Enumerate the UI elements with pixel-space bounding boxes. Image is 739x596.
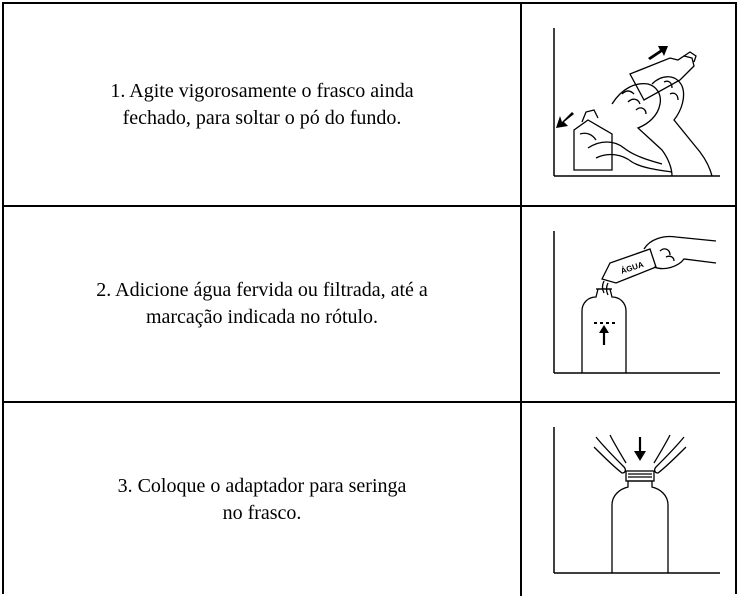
step-3-image-cell (520, 403, 735, 596)
insert-adapter-illustration (553, 427, 720, 574)
step-1-image-cell (520, 4, 735, 205)
step-3-text-line-2: no frasco. (222, 501, 302, 524)
step-row-1: 1. Agite vigorosamente o frasco ainda fe… (4, 4, 735, 207)
step-3-text-line-1: 3. Coloque o adaptador para seringa (117, 474, 407, 497)
step-1-text-cell: 1. Agite vigorosamente o frasco ainda fe… (4, 4, 520, 205)
step-row-3: 3. Coloque o adaptador para seringa no f… (4, 403, 735, 596)
step-1-text-line-1: 1. Agite vigorosamente o frasco ainda (110, 79, 414, 102)
add-water-illustration: ÁGUA (553, 231, 720, 374)
step-2-text-line-1: 2. Adicione água fervida ou filtrada, at… (96, 279, 428, 301)
step-2-text-cell: 2. Adicione água fervida ou filtrada, at… (4, 207, 520, 401)
step-3-text-cell: 3. Coloque o adaptador para seringa no f… (4, 403, 520, 596)
step-1-text-line-2: fechado, para soltar o pó do fundo. (122, 106, 402, 129)
step-2-text-line-2: marcação indicada no rótulo. (145, 306, 379, 328)
shake-bottle-illustration (553, 28, 720, 177)
step-2-image-cell: ÁGUA (520, 207, 735, 401)
step-row-2: 2. Adicione água fervida ou filtrada, at… (4, 207, 735, 403)
